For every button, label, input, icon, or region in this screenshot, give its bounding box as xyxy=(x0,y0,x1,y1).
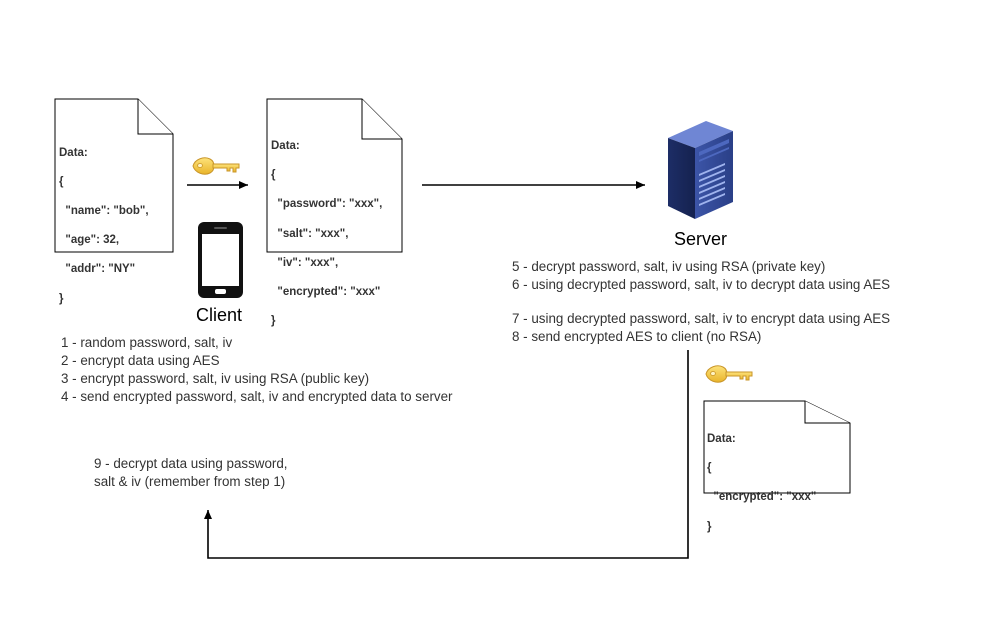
server-label: Server xyxy=(674,229,728,249)
arrow-return-to-client xyxy=(204,350,689,559)
plain-data-document xyxy=(54,98,174,253)
doc-line: Data: xyxy=(271,139,300,152)
step-4: 4 - send encrypted password, salt, iv an… xyxy=(61,389,453,404)
server-rack-icon xyxy=(668,121,733,219)
doc-line: "password": "xxx", xyxy=(271,198,383,211)
step-9-line-1: 9 - decrypt data using password, xyxy=(94,456,288,471)
request-document xyxy=(266,98,403,253)
response-document xyxy=(703,400,851,494)
plain-data-text: Data: { "name": "bob", "age": 32, "addr"… xyxy=(59,131,149,321)
doc-line: } xyxy=(707,520,712,533)
key-icon xyxy=(705,365,753,383)
client-steps: 1 - random password, salt, iv 2 - encryp… xyxy=(61,334,453,406)
doc-line: Data: xyxy=(59,146,88,159)
doc-line: "name": "bob", xyxy=(59,204,149,217)
doc-line: { xyxy=(59,175,64,188)
step-3: 3 - encrypt password, salt, iv using RSA… xyxy=(61,371,370,386)
doc-line: Data: xyxy=(707,432,736,445)
step-9-line-2: salt & iv (remember from step 1) xyxy=(94,474,286,489)
doc-line: "age": 32, xyxy=(59,234,120,247)
request-data-text: Data: { "password": "xxx", "salt": "xxx"… xyxy=(271,124,382,343)
key-icon xyxy=(192,157,240,175)
doc-line: { xyxy=(707,462,712,475)
step-6: 6 - using decrypted password, salt, iv t… xyxy=(512,277,891,292)
step-8: 8 - send encrypted AES to client (no RSA… xyxy=(512,328,762,344)
smartphone-icon xyxy=(198,222,243,298)
doc-line: { xyxy=(271,169,276,182)
doc-line: } xyxy=(59,292,64,305)
doc-line: "iv": "xxx", xyxy=(271,256,339,269)
doc-line: "salt": "xxx", xyxy=(271,227,349,240)
step-7: 7 - using decrypted password, salt, iv t… xyxy=(512,310,891,326)
doc-line: "addr": "NY" xyxy=(59,263,136,276)
server-steps: 5 - decrypt password, salt, iv using RSA… xyxy=(512,258,890,346)
doc-line: } xyxy=(271,315,276,328)
doc-line: "encrypted": "xxx" xyxy=(271,286,381,299)
step-5: 5 - decrypt password, salt, iv using RSA… xyxy=(512,259,826,274)
step-2: 2 - encrypt data using AES xyxy=(61,353,220,368)
final-step: 9 - decrypt data using password, salt & … xyxy=(94,455,288,491)
doc-line: "encrypted": "xxx" xyxy=(707,491,817,504)
response-data-text: Data: { "encrypted": "xxx" } xyxy=(707,417,816,549)
step-1: 1 - random password, salt, iv xyxy=(61,335,233,350)
client-label: Client xyxy=(196,305,243,325)
